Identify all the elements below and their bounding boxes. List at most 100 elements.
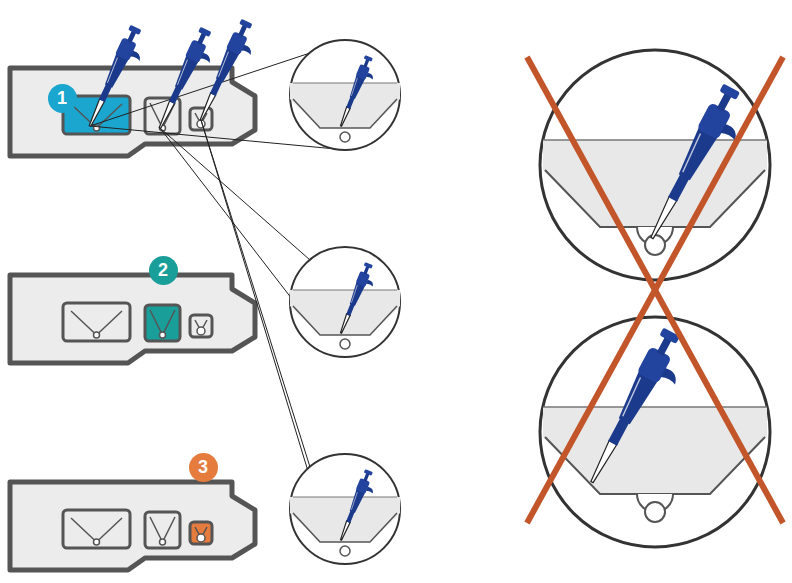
cartridge xyxy=(10,482,255,570)
cross-line xyxy=(527,57,783,523)
outlet-hole xyxy=(340,546,350,556)
callout-number: 3 xyxy=(189,453,218,482)
liquid-surface xyxy=(293,83,397,84)
callout-text: 1 xyxy=(57,89,67,107)
zoom-circle xyxy=(290,247,400,357)
zoom-view xyxy=(290,454,400,564)
well xyxy=(63,303,130,341)
liquid xyxy=(543,407,767,494)
zoom-circle xyxy=(290,454,400,564)
pipette-body xyxy=(348,489,365,513)
pipette-grip xyxy=(637,346,672,384)
well-wall xyxy=(293,306,397,335)
cartridge xyxy=(10,275,255,363)
pipette-tip xyxy=(198,93,215,121)
pipette-highlight xyxy=(350,285,358,303)
pipette-cap xyxy=(719,83,740,100)
well-hole xyxy=(197,534,205,542)
well-hole xyxy=(197,327,205,335)
liquid xyxy=(290,83,400,128)
pipette-hook xyxy=(241,44,253,54)
cartridge-outline xyxy=(10,275,255,363)
pipette-grip xyxy=(356,64,371,80)
cartridge-outline xyxy=(10,482,255,570)
pipette-grip xyxy=(356,271,371,287)
pipette xyxy=(336,55,380,131)
liquid-surface xyxy=(543,139,767,141)
pipette-tip xyxy=(339,314,350,334)
pipette-tip xyxy=(339,521,350,541)
pipette xyxy=(582,326,697,495)
pipette-highlight xyxy=(621,378,643,417)
well-hole xyxy=(160,332,166,338)
pipette-body xyxy=(348,75,365,99)
pipette xyxy=(642,82,757,251)
pipette-hook xyxy=(366,487,374,494)
pipette-tip xyxy=(157,101,174,129)
cross-line xyxy=(527,57,783,523)
pipette-tip xyxy=(87,99,104,127)
leader-line xyxy=(90,126,336,149)
callout-number: 2 xyxy=(149,256,178,285)
pipette-hook xyxy=(661,368,680,385)
pipette-cap xyxy=(128,25,141,35)
pipette-highlight xyxy=(176,60,189,85)
pipette xyxy=(83,24,152,133)
pipette-hook xyxy=(366,280,374,287)
outlet-hole xyxy=(340,132,350,142)
well xyxy=(63,510,130,548)
pipette-shaft xyxy=(169,86,182,104)
liquid-surface xyxy=(293,497,397,498)
pipette-shaft xyxy=(99,84,112,102)
liquid xyxy=(290,497,400,542)
pipette xyxy=(153,26,222,135)
pipette-cap xyxy=(239,19,252,29)
pipette-tip xyxy=(588,440,617,484)
pipette-hook xyxy=(130,50,142,60)
well xyxy=(190,315,212,337)
pipette-body xyxy=(348,282,365,306)
callout-text: 3 xyxy=(198,458,208,476)
well-wall xyxy=(545,437,765,494)
pipette-grip xyxy=(115,37,137,61)
pipette-highlight xyxy=(350,78,358,96)
zoom-circle xyxy=(540,50,770,280)
outlet-hole xyxy=(645,502,665,522)
pipette-shaft xyxy=(346,304,354,316)
pipette-hook xyxy=(366,73,374,80)
well-wall xyxy=(293,99,397,128)
pipette-grip xyxy=(185,39,207,63)
pipette-grip xyxy=(356,478,371,494)
well-wall xyxy=(293,513,397,542)
pipette-cap xyxy=(364,262,373,269)
well-hole xyxy=(94,539,100,545)
pipette-highlight xyxy=(217,52,230,77)
pipette-tip xyxy=(648,196,677,240)
pipette-hook xyxy=(200,52,212,62)
pipette-grip xyxy=(697,102,732,140)
well-wall xyxy=(545,170,765,227)
well xyxy=(145,512,180,548)
outlet-hole xyxy=(645,235,665,255)
outlet-hole xyxy=(340,339,350,349)
wrong-example xyxy=(540,50,770,280)
pipette xyxy=(336,262,380,338)
well-hole xyxy=(160,539,166,545)
pipette-highlight xyxy=(106,58,119,83)
pipette-cap xyxy=(364,469,373,476)
pipette-highlight xyxy=(350,492,358,510)
pipette-shaft xyxy=(346,511,354,523)
pipette-cap xyxy=(198,27,211,37)
liquid-surface xyxy=(293,290,397,291)
liquid xyxy=(290,290,400,335)
pipette-tip xyxy=(339,107,350,127)
pipette xyxy=(194,18,263,127)
leader-line xyxy=(160,128,310,260)
leader-line xyxy=(90,53,310,126)
pipette-shaft xyxy=(210,78,223,96)
pipette-highlight xyxy=(681,134,703,173)
well-hole xyxy=(94,125,100,131)
pipette-cap xyxy=(364,55,373,62)
